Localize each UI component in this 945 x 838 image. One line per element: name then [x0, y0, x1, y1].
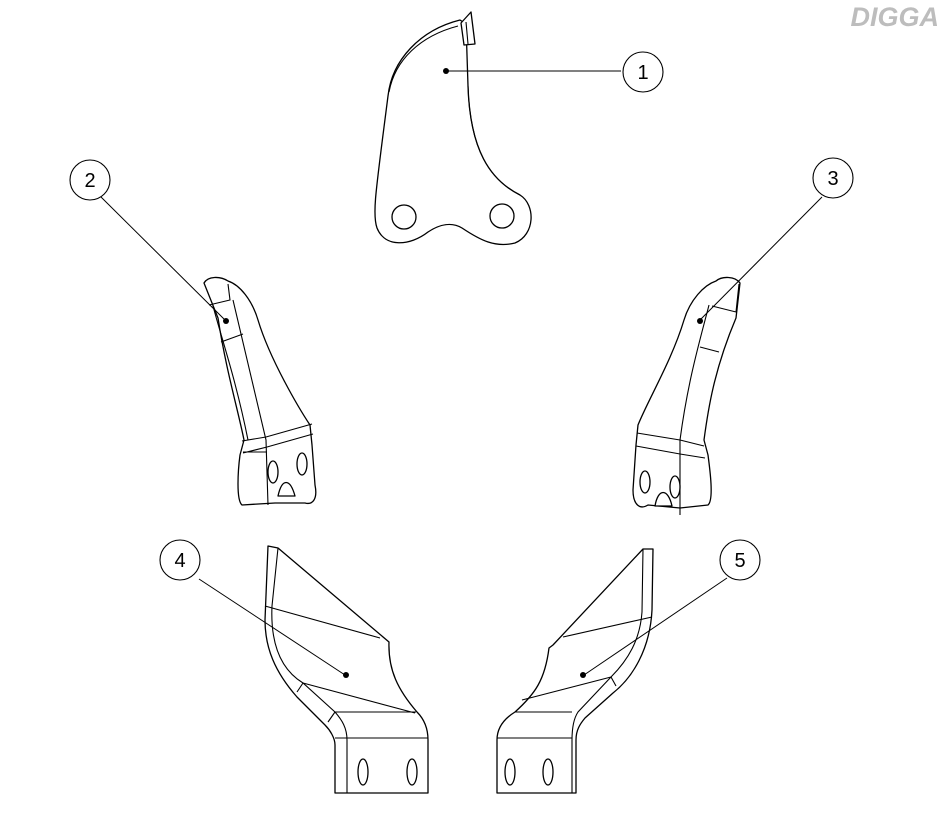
callout-label-3: 3: [827, 168, 838, 190]
callout-label-4: 4: [174, 550, 185, 572]
brand-logo: DIGGA: [850, 2, 939, 32]
callout-label-2: 2: [84, 170, 95, 192]
part-1-center-plate: [374, 11, 532, 246]
callout-5: 5: [580, 539, 761, 678]
part-5-right-cutter: [496, 548, 654, 794]
callout-3: 3: [697, 157, 854, 324]
callout-label-1: 1: [637, 62, 648, 84]
callout-1: 1: [443, 51, 664, 93]
callout-label-5: 5: [734, 550, 745, 572]
callout-4: 4: [159, 539, 349, 678]
part-3-right-tooth: [632, 276, 741, 515]
part-4-left-cutter: [264, 545, 429, 794]
callout-2: 2: [69, 159, 229, 324]
part-2-left-tooth: [203, 276, 317, 506]
